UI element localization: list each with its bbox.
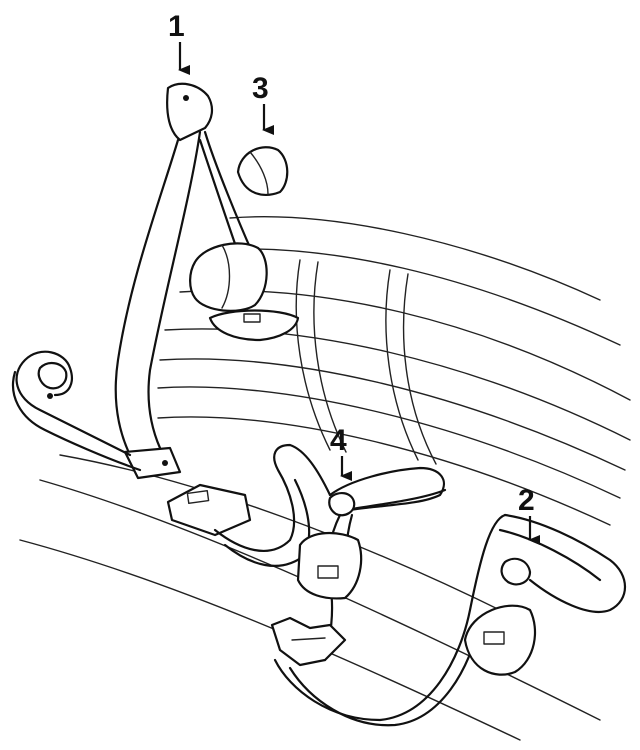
shoulder-belt-assembly (114, 82, 300, 480)
center-buckle-belt (166, 443, 332, 567)
callout-label-3: 3 (252, 72, 269, 105)
callout-label-2: 2 (518, 484, 535, 517)
right-lap-belt-assembly (273, 513, 626, 727)
left-lap-belt (11, 350, 142, 472)
callout-2: 2 (518, 484, 540, 545)
center-lap-belt-assembly (270, 466, 447, 667)
anchor-cover-cap (236, 146, 289, 196)
callout-label-4: 4 (330, 424, 347, 457)
callout-1: 1 (168, 10, 190, 75)
callout-4: 4 (330, 424, 352, 481)
callout-label-1: 1 (168, 10, 185, 43)
callout-3: 3 (252, 72, 274, 135)
anchor-bolt (183, 95, 189, 101)
